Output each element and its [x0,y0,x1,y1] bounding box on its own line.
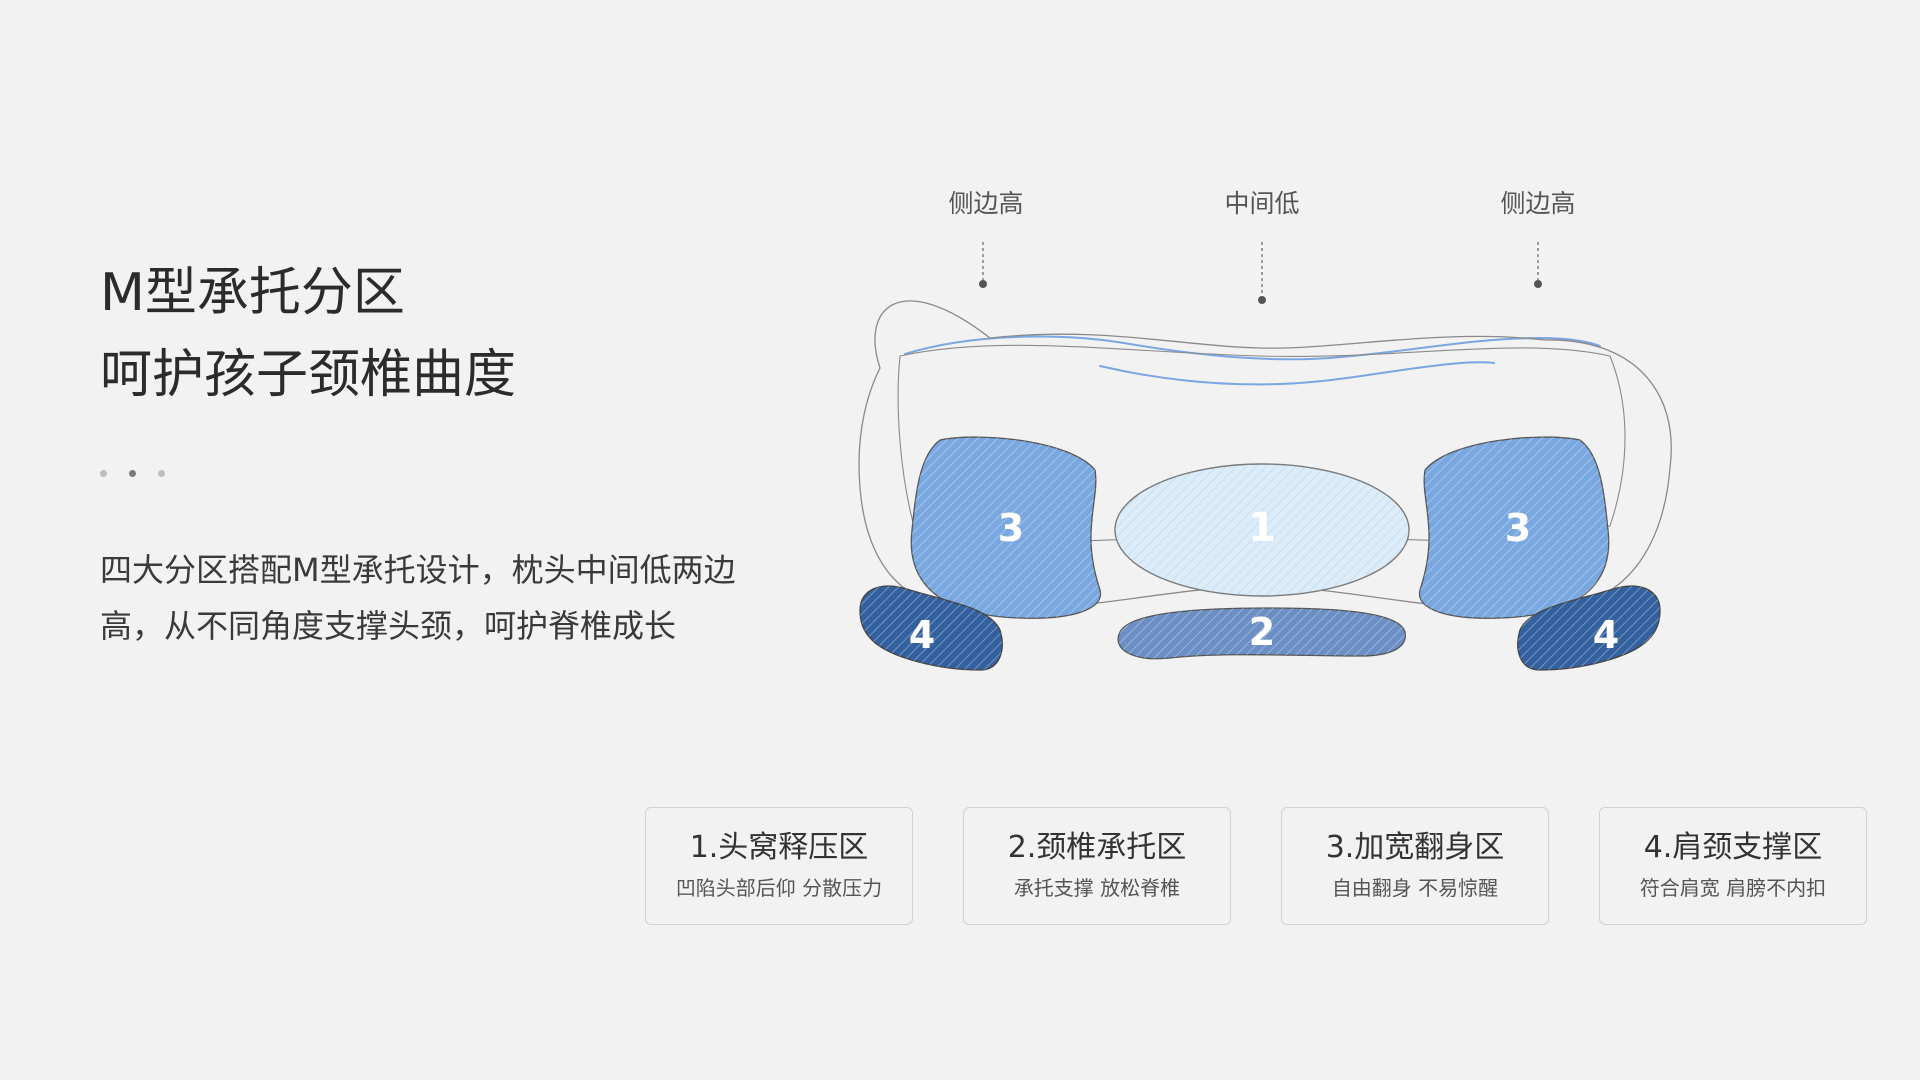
zone-3-right-side-area: 3 [1418,436,1610,619]
zone-card-title: 4.肩颈支撑区 [1643,830,1823,865]
pillow-zone-diagram: 侧边高 中间低 侧边高 [800,170,1720,740]
zone-card-3: 3.加宽翻身区 自由翻身 不易惊醒 [1281,807,1549,925]
zone-3-right-number: 3 [1505,506,1531,550]
zone-card-title: 1.头窝释压区 [689,830,869,865]
m-curve-lines [904,335,1601,386]
pagination-dot-1[interactable] [100,470,107,477]
label-center-low: 中间低 [1224,189,1300,218]
zone-card-subtitle: 凹陷头部后仰 分散压力 [675,876,883,900]
zone-1-number: 1 [1248,505,1276,551]
zone-3-left-side-area: 3 [910,436,1102,619]
pagination-dot-2[interactable] [129,470,136,477]
label-side-high-right: 侧边高 [1500,189,1576,218]
zone-4-right-number: 4 [1593,613,1619,657]
pillow-illustration: 1 3 3 2 4 4 [858,242,1672,671]
zone-1-head-area: 1 [1114,463,1410,597]
leader-lines [979,242,1542,304]
zone-2-neck-area: 2 [1117,607,1406,660]
zone-card-4: 4.肩颈支撑区 符合肩宽 肩膀不内扣 [1599,807,1867,925]
pagination-dots [100,470,165,477]
zone-cards: 1.头窝释压区 凹陷头部后仰 分散压力 2.颈椎承托区 承托支撑 放松脊椎 3.… [645,807,1867,925]
page-title: M型承托分区 呵护孩子颈椎曲度 [100,252,516,416]
label-side-high-left: 侧边高 [948,189,1024,218]
page-title-line-2: 呵护孩子颈椎曲度 [100,345,517,405]
pagination-dot-3[interactable] [158,470,165,477]
zone-3-left-number: 3 [998,506,1024,550]
zone-card-title: 3.加宽翻身区 [1325,830,1505,865]
zone-card-2: 2.颈椎承托区 承托支撑 放松脊椎 [963,807,1231,925]
zone-card-1: 1.头窝释压区 凹陷头部后仰 分散压力 [645,807,913,925]
zone-card-subtitle: 自由翻身 不易惊醒 [1331,876,1499,900]
zone-2-number: 2 [1249,610,1275,654]
zone-4-left-number: 4 [909,613,935,657]
zone-4-left-shoulder-area: 4 [859,585,1003,671]
zone-card-subtitle: 承托支撑 放松脊椎 [1013,876,1181,900]
page-title-line-1: M型承托分区 [100,263,405,323]
zone-4-right-shoulder-area: 4 [1517,585,1661,671]
zone-card-title: 2.颈椎承托区 [1007,830,1187,865]
zone-card-subtitle: 符合肩宽 肩膀不内扣 [1639,876,1827,900]
description-text: 四大分区搭配M型承托设计，枕头中间低两边高，从不同角度支撑头颈，呵护脊椎成长 [100,551,736,645]
